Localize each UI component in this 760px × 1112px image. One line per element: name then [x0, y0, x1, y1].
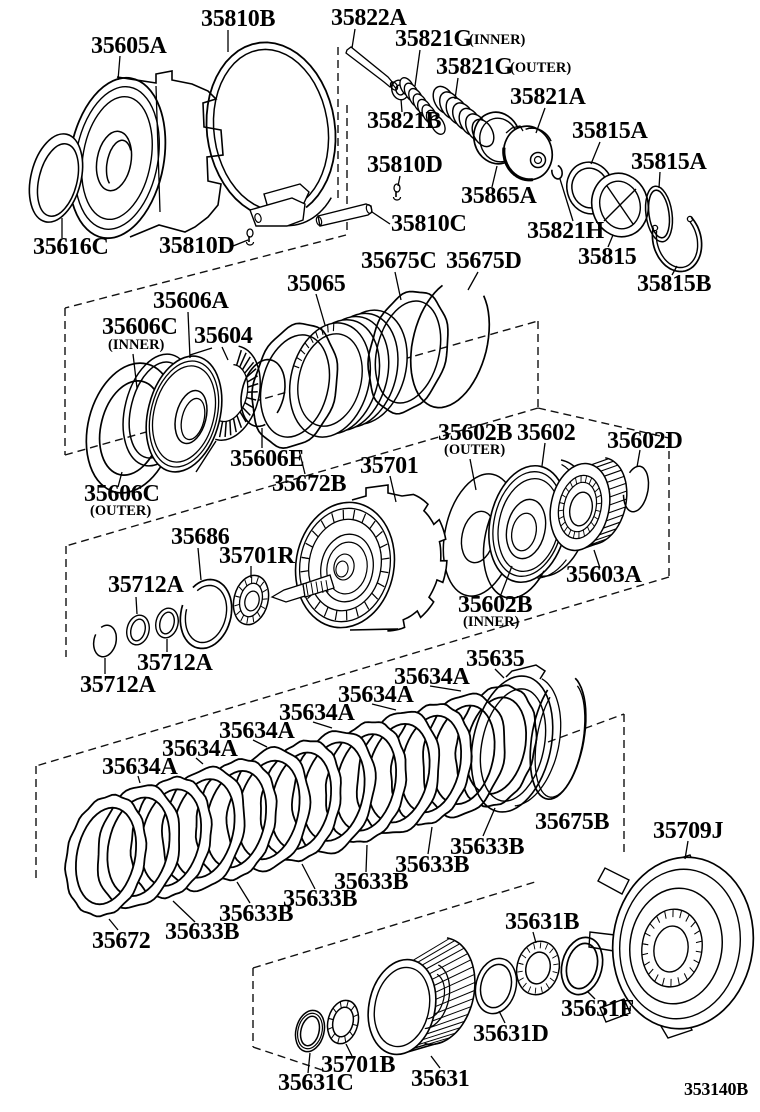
svg-text:35675C: 35675C	[361, 248, 437, 274]
svg-text:35631: 35631	[411, 1066, 470, 1092]
svg-text:35701R: 35701R	[219, 543, 296, 569]
svg-text:35631F: 35631F	[561, 996, 634, 1022]
svg-text:35635: 35635	[466, 646, 525, 672]
svg-text:35821G: 35821G	[436, 54, 514, 80]
svg-text:35712A: 35712A	[137, 650, 214, 676]
svg-text:35634A: 35634A	[102, 754, 179, 780]
svg-text:35822A: 35822A	[331, 5, 408, 31]
svg-text:35633B: 35633B	[395, 852, 470, 878]
svg-text:35633B: 35633B	[334, 869, 409, 895]
svg-text:35606E: 35606E	[230, 446, 304, 472]
svg-text:35815: 35815	[578, 244, 637, 270]
svg-text:35631C: 35631C	[278, 1070, 354, 1096]
svg-text:35602D: 35602D	[607, 428, 683, 454]
svg-text:35672B: 35672B	[272, 471, 347, 497]
svg-text:35602B: 35602B	[458, 592, 533, 618]
svg-text:(OUTER): (OUTER)	[510, 60, 571, 76]
svg-text:35606C: 35606C	[102, 314, 178, 340]
svg-text:35821H: 35821H	[527, 218, 605, 244]
svg-text:35633B: 35633B	[283, 886, 358, 912]
svg-text:35810C: 35810C	[391, 211, 467, 237]
svg-text:35701B: 35701B	[321, 1052, 396, 1078]
svg-text:35810D: 35810D	[159, 233, 235, 259]
svg-text:35701: 35701	[360, 453, 419, 479]
svg-text:35810D: 35810D	[367, 152, 443, 178]
svg-text:35605A: 35605A	[91, 33, 168, 59]
svg-text:35603A: 35603A	[566, 562, 643, 588]
svg-text:35631B: 35631B	[505, 909, 580, 935]
svg-text:35675D: 35675D	[446, 248, 522, 274]
svg-text:35634A: 35634A	[162, 736, 239, 762]
svg-text:35634A: 35634A	[394, 664, 471, 690]
svg-text:35821G: 35821G	[395, 26, 473, 52]
svg-text:35821A: 35821A	[510, 84, 587, 110]
svg-text:(INNER): (INNER)	[108, 337, 165, 353]
svg-text:35604: 35604	[194, 323, 253, 349]
svg-text:35606C: 35606C	[84, 481, 160, 507]
svg-text:35815A: 35815A	[631, 149, 708, 175]
svg-text:353140B: 353140B	[684, 1079, 748, 1099]
svg-text:35602B: 35602B	[438, 420, 513, 446]
svg-text:35065: 35065	[287, 271, 346, 297]
svg-text:35672: 35672	[92, 928, 151, 954]
svg-text:35821B: 35821B	[367, 108, 442, 134]
svg-text:35633B: 35633B	[165, 919, 240, 945]
svg-text:35602: 35602	[517, 420, 576, 446]
svg-text:35634A: 35634A	[279, 700, 356, 726]
svg-text:(INNER): (INNER)	[469, 32, 526, 48]
svg-text:35712A: 35712A	[108, 572, 185, 598]
svg-text:35631D: 35631D	[473, 1021, 549, 1047]
svg-text:35634A: 35634A	[219, 718, 296, 744]
svg-text:35865A: 35865A	[461, 183, 538, 209]
svg-text:(INNER): (INNER)	[463, 614, 520, 630]
svg-text:35606A: 35606A	[153, 288, 230, 314]
svg-text:(OUTER): (OUTER)	[90, 503, 151, 519]
svg-text:35675B: 35675B	[535, 809, 610, 835]
svg-text:(OUTER): (OUTER)	[444, 442, 505, 458]
svg-text:35634A: 35634A	[338, 682, 415, 708]
svg-text:35633B: 35633B	[450, 834, 525, 860]
svg-text:35815B: 35815B	[637, 271, 712, 297]
svg-text:35616C: 35616C	[33, 234, 109, 260]
svg-text:35686: 35686	[171, 524, 230, 550]
svg-text:35709J: 35709J	[653, 818, 724, 844]
svg-text:35633B: 35633B	[219, 901, 294, 927]
svg-text:35712A: 35712A	[80, 672, 157, 698]
svg-text:35810B: 35810B	[201, 6, 276, 32]
svg-text:35815A: 35815A	[572, 118, 649, 144]
